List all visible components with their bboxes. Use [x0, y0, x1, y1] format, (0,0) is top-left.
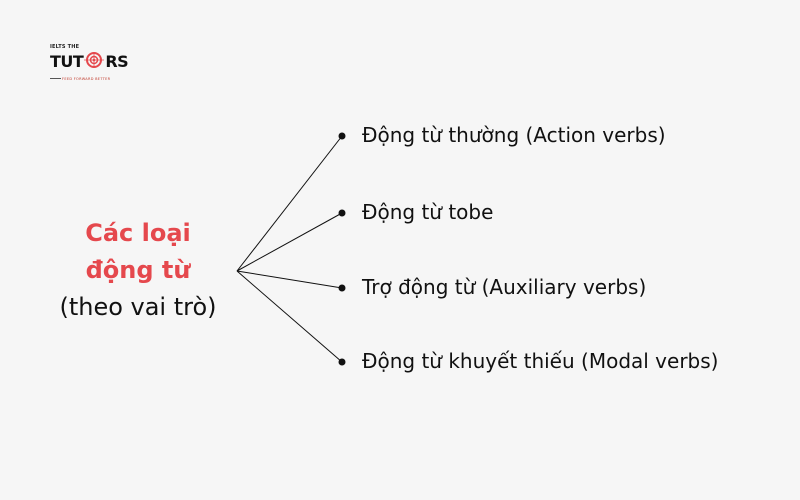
- connector-line-2: [236, 212, 343, 272]
- center-node: Các loại động từ (theo vai trò): [38, 215, 238, 326]
- logo-tagline: FEED FORWARD BETTER: [62, 77, 111, 81]
- center-subtitle: (theo vai trò): [59, 293, 217, 321]
- branch-item-auxiliary-verbs: Trợ động từ (Auxiliary verbs): [362, 275, 647, 299]
- logo-top-text: IELTS THE: [50, 44, 80, 50]
- bullet-3: [338, 284, 346, 292]
- logo-word-left: TUT: [50, 52, 84, 71]
- center-title-line2: động từ: [85, 256, 191, 284]
- center-title-line1: Các loại: [85, 219, 191, 247]
- logo-wordmark: TUT RS: [50, 52, 129, 71]
- connector-line-1: [236, 135, 343, 272]
- bullet-2: [338, 209, 346, 217]
- branch-item-tobe: Động từ tobe: [362, 200, 494, 224]
- connector-line-3: [236, 270, 343, 289]
- bullet-1: [338, 132, 346, 140]
- target-icon: [84, 52, 105, 68]
- branch-item-modal-verbs: Động từ khuyết thiếu (Modal verbs): [362, 349, 719, 373]
- logo-divider: [50, 78, 61, 79]
- connector-line-4: [236, 270, 343, 363]
- logo-word-right: RS: [105, 52, 129, 71]
- bullet-4: [338, 358, 346, 366]
- branch-item-action-verbs: Động từ thường (Action verbs): [362, 123, 666, 147]
- brand-logo: IELTS THE TUT RS FEED FORWARD BETTER: [50, 44, 140, 88]
